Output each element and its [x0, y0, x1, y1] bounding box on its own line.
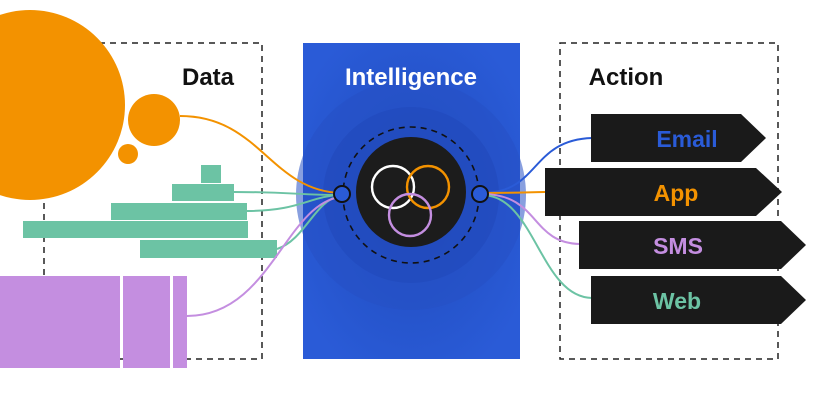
action-label-app: App [654, 180, 699, 206]
orange-data-blobs [0, 10, 180, 200]
connector-node-icon [471, 185, 489, 203]
section-title-action: Action [589, 64, 664, 91]
action-tag-sms[interactable]: SMS [579, 221, 806, 269]
arrow-tag-icon [591, 114, 766, 162]
action-label-sms: SMS [653, 233, 703, 259]
venn-diagram-icon [370, 164, 451, 238]
intelligence-panel [296, 43, 526, 359]
connector-node-icon [333, 185, 351, 203]
core-circle [356, 137, 466, 247]
arrow-tag-icon [591, 276, 806, 324]
teal-data-bars [23, 165, 277, 258]
action-tag-email[interactable]: Email [591, 114, 766, 162]
action-section-frame [559, 42, 779, 360]
output-connectors [481, 137, 593, 299]
arrow-tag-icon [545, 168, 782, 216]
input-connectors [179, 115, 341, 317]
action-tag-web[interactable]: Web [591, 276, 806, 324]
section-title-intelligence: Intelligence [345, 64, 477, 91]
action-label-web: Web [653, 288, 701, 314]
action-tag-app[interactable]: App [545, 168, 782, 216]
purple-data-blocks [0, 276, 187, 368]
action-label-email: Email [656, 126, 717, 152]
section-title-data: Data [182, 64, 235, 91]
arrow-tag-icon [579, 221, 806, 269]
